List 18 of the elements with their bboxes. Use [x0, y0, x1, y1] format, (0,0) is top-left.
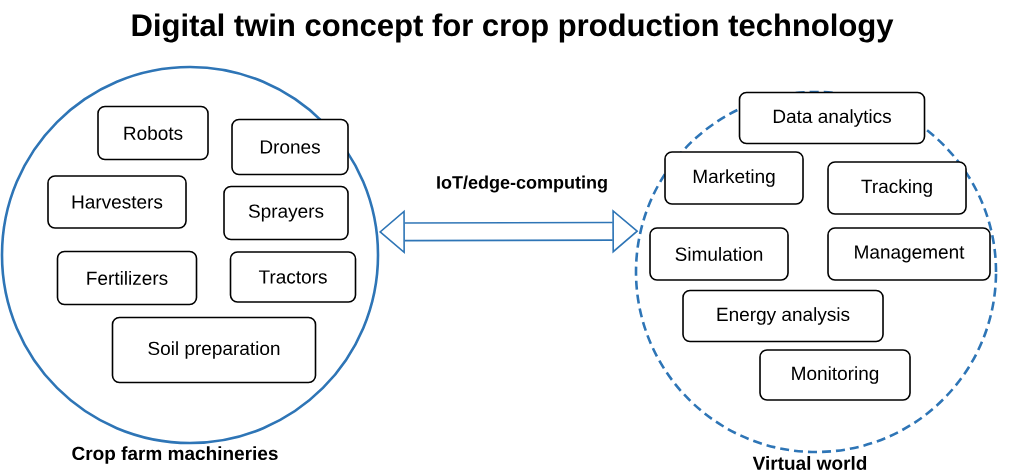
rounded-box: Monitoring	[759, 349, 911, 401]
rounded-box: Drones	[231, 118, 349, 176]
group-caption: Virtual world	[752, 456, 867, 470]
edge-label: IoT/edge-computing	[437, 175, 607, 193]
rounded-box: Energy analysis	[682, 289, 884, 343]
rounded-box: Management	[827, 227, 991, 281]
rounded-box: Simulation	[649, 227, 789, 281]
rounded-box: Soil preparation	[111, 316, 317, 384]
rounded-box: Tractors	[229, 251, 357, 303]
rounded-box: Harvesters	[47, 175, 187, 229]
group-caption: Crop farm machineries	[72, 446, 278, 464]
rounded-box: Robots	[97, 105, 209, 161]
rounded-box: Tracking	[827, 161, 967, 215]
rounded-box: Sprayers	[223, 185, 349, 241]
rounded-box: Data analytics	[738, 91, 926, 145]
rounded-box: Marketing	[664, 151, 804, 205]
title: Digital twin concept for crop production technology	[132, 13, 894, 43]
rounded-box: Fertilizers	[56, 250, 198, 306]
